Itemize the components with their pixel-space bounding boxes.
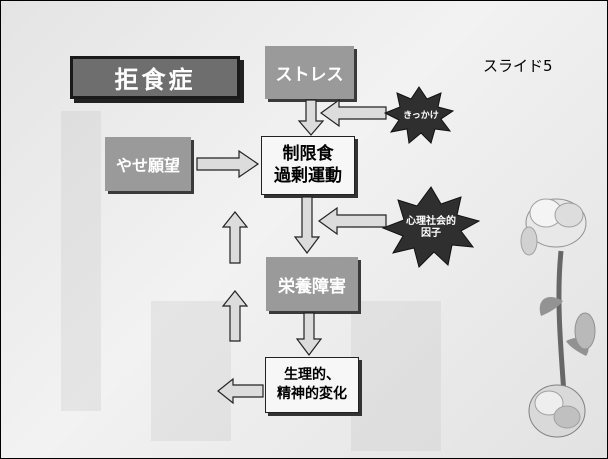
slide-title: 拒食症: [70, 56, 240, 99]
arrow-malnutrition-to-changes: [295, 312, 323, 356]
flower-illustration: [520, 198, 596, 438]
arrow-restriction-to-malnutrition: [293, 196, 321, 254]
node-changes-line1: 生理的、: [284, 367, 340, 384]
node-malnutrition-label: 栄養障害: [278, 276, 346, 297]
arrow-stress-to-restriction: [297, 99, 325, 136]
burst-psychosocial-label: 心理社会的 因子: [393, 216, 469, 240]
node-stress: ストレス: [265, 46, 354, 99]
node-restriction: 制限食 過剰運動: [261, 136, 355, 195]
background-band: [61, 111, 101, 411]
arrow-up-lower: [221, 290, 249, 342]
background-band: [351, 301, 441, 451]
burst-psychosocial-line1: 心理社会的: [406, 216, 456, 227]
arrow-desire-to-restriction: [196, 149, 260, 179]
arrow-trigger-to-stress: [319, 98, 387, 128]
burst-trigger: [383, 86, 455, 144]
burst-psychosocial-line2: 因子: [421, 228, 441, 239]
background-band: [151, 301, 231, 441]
slide-number-label: スライド5: [483, 57, 553, 75]
arrow-psycho-to-restriction: [317, 206, 387, 236]
node-changes-line2: 精神的変化: [277, 386, 347, 402]
arrow-changes-outflow: [217, 377, 264, 405]
node-restriction-line1: 制限食: [282, 144, 334, 165]
node-restriction-line2: 過剰運動: [274, 165, 342, 186]
node-desire-thin: やせ願望: [105, 137, 191, 191]
node-desire-thin-label: やせ願望: [115, 156, 180, 175]
node-changes: 生理的、 精神的変化: [265, 357, 359, 413]
burst-trigger-label: きっかけ: [403, 111, 439, 121]
node-stress-label: ストレス: [275, 65, 344, 85]
arrow-up-upper: [221, 211, 249, 264]
node-malnutrition: 栄養障害: [266, 257, 358, 311]
burst-psychosocial: [381, 186, 481, 268]
